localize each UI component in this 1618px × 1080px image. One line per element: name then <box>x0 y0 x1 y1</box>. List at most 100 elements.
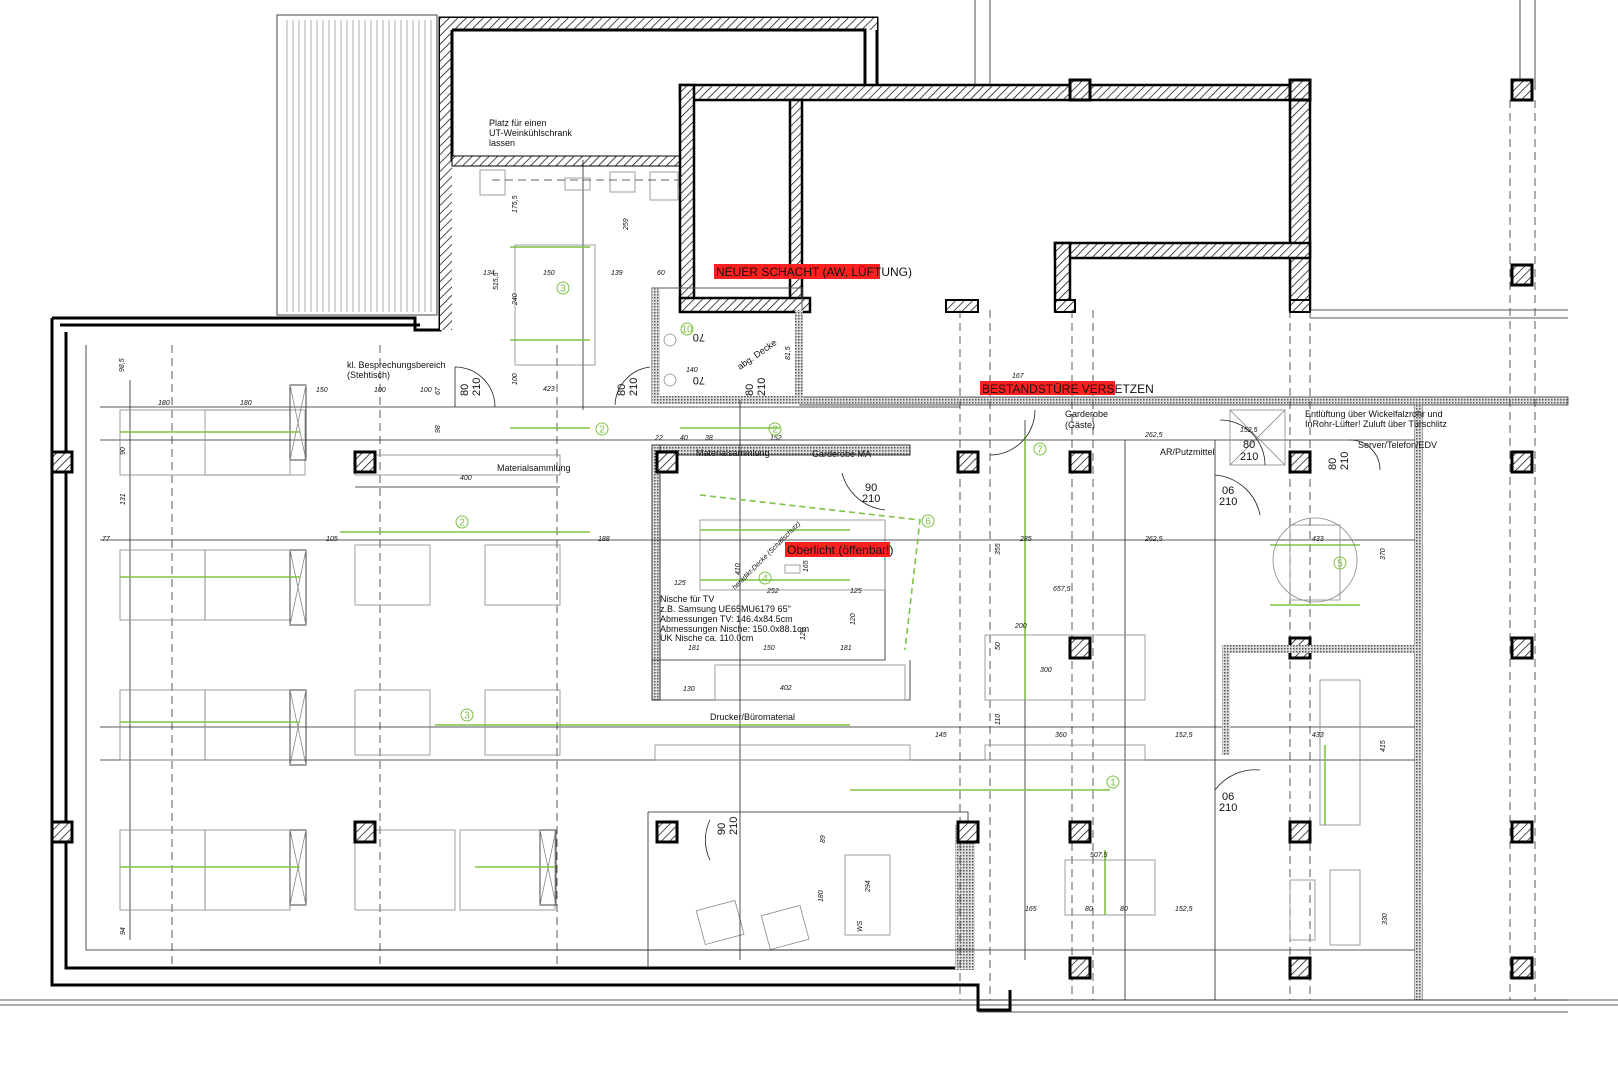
circuit-marker-circle <box>455 515 469 529</box>
structural-column <box>1068 956 1092 980</box>
dimension-value: 240 <box>512 293 519 306</box>
dimension-value: 402 <box>780 685 792 692</box>
exterior-walls <box>0 0 1618 1013</box>
dimension-value: 410 <box>735 563 742 575</box>
door-swings <box>454 366 1381 861</box>
desk <box>654 744 911 761</box>
desk <box>484 544 561 606</box>
structural-column <box>1510 956 1534 980</box>
structural-column <box>353 450 377 474</box>
meeting-room <box>651 444 911 701</box>
dimension-value: 38 <box>705 435 713 442</box>
terrace <box>276 14 438 316</box>
label: Materialsammlung <box>696 448 770 458</box>
door-width: 06 <box>1222 791 1234 803</box>
dimension-value: 180 <box>240 400 252 407</box>
dimension-value: 181 <box>840 645 852 652</box>
circuit-marker-label: 3 <box>560 284 566 295</box>
label: lassen <box>489 138 515 148</box>
door-width: 80 <box>459 384 471 396</box>
dimension-value: 355 <box>995 543 1002 555</box>
dimension-value: 105 <box>326 536 338 543</box>
circuit-line <box>699 494 921 651</box>
dimension-value: 259 <box>623 218 630 231</box>
door-width: 80 <box>616 384 628 396</box>
dimension-value: 150 <box>316 387 328 394</box>
dimension-value: 150 <box>543 270 555 277</box>
dimension-value: 152 <box>770 435 782 442</box>
circuit-marker-circle <box>595 422 609 436</box>
dimension-value: 433 <box>1312 536 1324 543</box>
circuit-marker-circle <box>556 281 570 295</box>
dimension-value: 80 <box>1120 906 1128 913</box>
dimension-value: 150 <box>763 645 775 652</box>
door-height: 210 <box>1240 451 1258 463</box>
desk <box>119 829 206 911</box>
desk <box>119 409 306 476</box>
dimension-value: 120 <box>850 613 857 625</box>
circuit-marker-label: 2 <box>599 425 605 436</box>
door-height: 210 <box>862 493 880 505</box>
dimension-value: 140 <box>686 367 698 374</box>
structural-column <box>956 450 980 474</box>
desk <box>119 689 206 761</box>
dimension-value: 89 <box>820 835 827 843</box>
structural-column <box>655 450 679 474</box>
structural-column <box>1510 450 1534 474</box>
cabinet-cross <box>289 384 307 461</box>
lounge-room <box>647 811 975 970</box>
door-width: 70 <box>693 374 705 386</box>
structural-column <box>1288 78 1312 102</box>
dimension-value: 131 <box>120 493 127 505</box>
circuit-marker-label: 7 <box>1037 445 1043 456</box>
dimension-value: 90 <box>120 447 127 455</box>
svg-text:BESTANDSTÜRE VERSETZEN: BESTANDSTÜRE VERSETZEN <box>982 382 1154 396</box>
dimension-value: 145 <box>935 732 947 739</box>
desk <box>204 829 291 911</box>
dimension-value: 180 <box>818 890 825 902</box>
dimension-value: 423 <box>543 386 555 393</box>
structural-column <box>1068 820 1092 844</box>
desk <box>984 744 1146 761</box>
circuit-marker-label: 2 <box>772 425 778 436</box>
dimension-value: 81,5 <box>785 346 792 360</box>
tv-note: UK Nische ca. 110.0cm <box>660 633 753 643</box>
circuit-marker-circle <box>768 422 782 436</box>
door-width: 80 <box>744 384 756 396</box>
circuit-marker-label: 6 <box>925 517 931 528</box>
note-new-shaft: NEUER SCHACHT (AW, LÜFTUNG) <box>714 264 912 279</box>
dimension-value: 40 <box>680 435 688 442</box>
structural-column <box>1068 450 1092 474</box>
dimension-value: 60 <box>657 270 665 277</box>
circuit-marker-label: 10 <box>681 325 693 336</box>
circuit-marker-label: 5 <box>1337 559 1343 570</box>
label: kl. Besprechungsbereich <box>347 360 446 370</box>
circuit-marker-circle <box>1033 442 1047 456</box>
circuit-marker-label: 2 <box>459 518 465 529</box>
dimension-value: 130 <box>683 686 695 693</box>
structural-column <box>1288 450 1312 474</box>
tv-note: Abmessungen TV: 146.4x84.5cm <box>660 614 793 624</box>
dimension-value: 152,5 <box>1175 906 1193 913</box>
structural-column <box>1288 956 1312 980</box>
kitchen <box>479 169 681 387</box>
dimension-value: 200 <box>1014 623 1027 630</box>
label: Entlüftung über Wickelfalzrohr und <box>1305 409 1443 419</box>
svg-text:NEUER SCHACHT (AW, LÜFTUNG): NEUER SCHACHT (AW, LÜFTUNG) <box>716 265 912 279</box>
door-height: 210 <box>1219 802 1237 814</box>
structural-column <box>1068 78 1092 102</box>
dimension-value: 294 <box>865 880 872 893</box>
structural-column <box>1510 263 1534 287</box>
dimension-value: 100 <box>512 373 519 385</box>
note-skylight: Oberlicht (öffenbar!) <box>785 542 894 557</box>
cabinet <box>289 689 307 766</box>
dimension-value: 50 <box>995 642 1002 650</box>
door-height: 210 <box>471 378 483 396</box>
dimension-value: 262,5 <box>1144 432 1163 439</box>
desk <box>204 409 291 476</box>
dimension-value: 515,5 <box>493 272 500 290</box>
cabinet-cross <box>289 689 307 766</box>
